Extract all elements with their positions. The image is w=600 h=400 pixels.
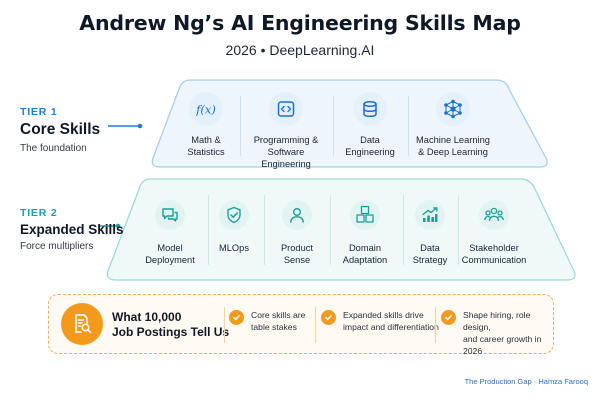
insights-separator xyxy=(224,307,225,343)
page-title: Andrew Ng’s AI Engineering Skills Map xyxy=(79,11,521,35)
tier2-tag: TIER 2 xyxy=(20,207,58,219)
insight-line1: Shape hiring, role design, xyxy=(463,310,531,332)
insights-title-line1: What 10,000 xyxy=(112,310,182,324)
page-subtitle: 2026 • DeepLearning.AI xyxy=(225,42,375,58)
tier1-name: Core Skills xyxy=(20,121,101,138)
skill-label-line1: Data xyxy=(420,243,440,253)
insights-box: What 10,000 Job Postings Tell Us Core sk… xyxy=(48,294,554,357)
tier1-divider xyxy=(333,96,334,156)
team-icon xyxy=(479,200,509,230)
skill-mlops: MLOps xyxy=(212,200,256,254)
skill-label-line1: Product xyxy=(280,243,314,253)
skill-label-line2: Sense xyxy=(283,255,311,265)
cubes-icon xyxy=(350,200,380,230)
skill-label-line1: Domain xyxy=(348,243,382,253)
insight-line1: Expanded skills drive xyxy=(343,310,424,320)
growth-chart-icon xyxy=(415,200,445,230)
skill-label-line2: Strategy xyxy=(412,255,448,265)
skill-label-line1: Model xyxy=(157,243,183,253)
tier1-description: The foundation xyxy=(20,143,87,154)
skill-machine-learning: Machine Learning & Deep Learning xyxy=(410,92,496,158)
tier2-connector-dot xyxy=(115,223,121,229)
svg-text:f(x): f(x) xyxy=(196,103,216,117)
skill-label-line2: Statistics xyxy=(187,147,225,157)
check-icon xyxy=(321,310,336,325)
tier2-divider xyxy=(208,195,209,265)
tier1-connector-dot xyxy=(137,123,143,129)
shield-check-icon xyxy=(219,200,249,230)
tier1-label: TIER 1 Core Skills The foundation xyxy=(20,106,100,154)
neural-network-icon xyxy=(436,92,470,126)
tier2-description: Force multipliers xyxy=(20,241,94,252)
skill-math-statistics: f(x) Math & Statistics xyxy=(176,92,236,158)
function-icon: f(x) xyxy=(189,92,223,126)
tier2-divider xyxy=(264,195,265,265)
insights-separator xyxy=(435,307,436,343)
report-search-icon xyxy=(61,303,103,345)
skill-label-line2: Adaptation xyxy=(342,255,388,265)
skill-label-line1: MLOps xyxy=(219,243,249,253)
tier2-label: TIER 2 Expanded Skills Force multipliers xyxy=(20,207,124,252)
check-icon xyxy=(441,310,456,325)
tier2-divider xyxy=(403,195,404,265)
user-icon xyxy=(282,200,312,230)
skill-label-line1: Stakeholder xyxy=(469,243,519,253)
credit-text: The Production Gap · Hamza Farooq xyxy=(464,377,588,386)
insights-title-line2: Job Postings Tell Us xyxy=(112,325,230,339)
skill-label-line2: Communication xyxy=(461,255,527,265)
tier1-divider xyxy=(240,96,241,156)
skill-label-line1: Math & xyxy=(191,135,221,145)
insight-line1: Core skills are xyxy=(251,310,306,320)
skill-programming: Programming & Software Engineering xyxy=(243,92,329,170)
insight-line2: table stakes xyxy=(251,322,297,332)
tier2-divider xyxy=(458,195,459,265)
insight-point: Expanded skills drive impact and differen… xyxy=(321,309,439,333)
check-icon xyxy=(229,310,244,325)
insight-line2: impact and differentiation xyxy=(343,322,439,332)
skill-label-line2: Deployment xyxy=(145,255,195,265)
tier1-tag: TIER 1 xyxy=(20,106,58,118)
chat-bubbles-icon xyxy=(155,200,185,230)
skill-label-line2: & Deep Learning xyxy=(418,147,488,157)
insight-point: Core skills are table stakes xyxy=(229,309,305,333)
skill-label-line1: Machine Learning xyxy=(416,135,490,145)
skill-label-line1: Programming & xyxy=(253,135,319,145)
insight-line2: and career growth in 2026 xyxy=(463,334,542,356)
insight-point: Shape hiring, role design,and career gro… xyxy=(441,309,553,357)
skill-data-engineering: Data Engineering xyxy=(336,92,404,158)
tier2-name: Expanded Skills xyxy=(20,222,124,237)
tier1-divider xyxy=(408,96,409,156)
skill-label-line2: Software Engineering xyxy=(261,147,311,169)
insights-title: What 10,000 Job Postings Tell Us xyxy=(112,310,229,340)
tier2-divider xyxy=(330,195,331,265)
database-icon xyxy=(353,92,387,126)
insights-separator xyxy=(315,307,316,343)
code-icon xyxy=(269,92,303,126)
skill-label-line1: Data Engineering xyxy=(345,135,395,157)
